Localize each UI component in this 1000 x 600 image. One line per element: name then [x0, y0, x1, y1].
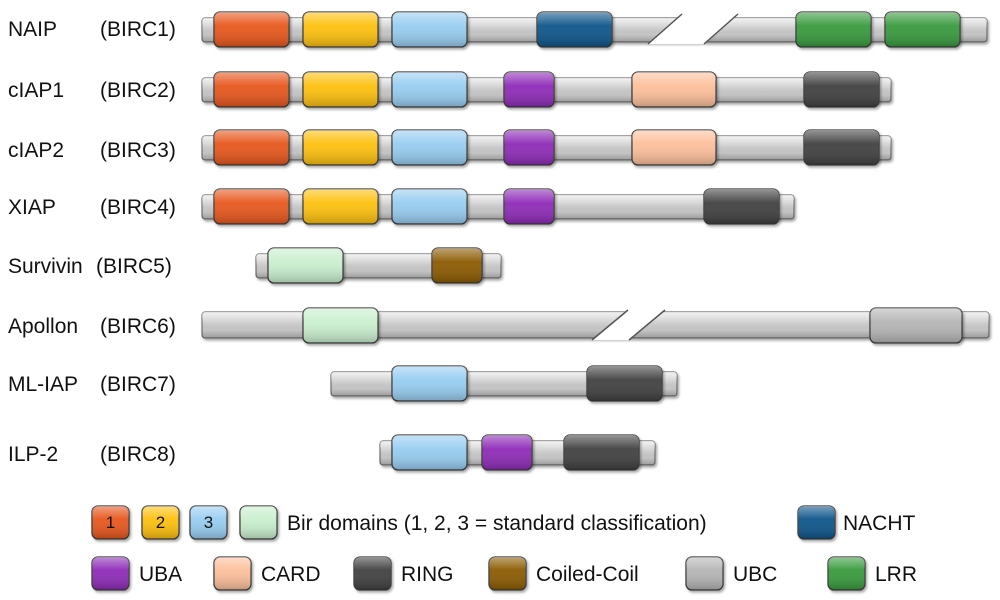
label-name-ciap1: cIAP1	[8, 79, 64, 102]
domain-survivin-coiled-coil	[431, 247, 483, 284]
domain-xiap-uba	[503, 188, 555, 225]
label-name-ciap2: cIAP2	[8, 139, 64, 162]
protein-row-naip	[201, 11, 988, 48]
protein-row-ilp2	[379, 434, 656, 471]
label-alias-naip: (BIRC1)	[100, 18, 176, 41]
legend-bir-text: Bir domains (1, 2, 3 = standard classifi…	[287, 512, 707, 535]
domain-apollon-bir	[302, 307, 379, 344]
domain-xiap-ring	[703, 188, 780, 225]
domain-naip-nacht	[536, 11, 613, 48]
legend-uba-text: UBA	[139, 563, 182, 586]
label-name-survivin: Survivin	[8, 255, 83, 278]
protein-row-apollon	[201, 307, 990, 344]
legend-ubc-text: UBC	[733, 563, 777, 586]
label-name-xiap: XIAP	[8, 196, 56, 219]
domain-ciap2-bir3	[391, 129, 468, 166]
domain-ilp2-ring	[563, 434, 640, 471]
label-alias-mliap: (BIRC7)	[100, 373, 176, 396]
protein-row-xiap	[201, 188, 795, 225]
break-gap-apollon	[592, 310, 665, 340]
domain-ciap1-ring	[803, 71, 880, 108]
domain-ciap1-bir2	[302, 71, 379, 108]
label-alias-ilp2: (BIRC8)	[100, 443, 176, 466]
domain-ciap2-bir1	[213, 129, 290, 166]
break-line-naip-left	[647, 13, 683, 45]
legend-swatch-coiled-coil	[488, 556, 527, 591]
domain-ciap1-card	[631, 71, 717, 108]
domain-ciap1-uba	[503, 71, 555, 108]
break-gap-naip	[648, 14, 738, 44]
legend-swatch-lrr	[827, 556, 866, 591]
domain-survivin-bir	[267, 247, 344, 284]
domain-ciap1-bir1	[213, 71, 290, 108]
label-alias-survivin: (BIRC5)	[96, 255, 172, 278]
domain-naip-bir2	[302, 11, 379, 48]
legend-bir1-number: 1	[106, 513, 115, 532]
domain-naip-bir1	[213, 11, 290, 48]
protein-row-ciap1	[201, 71, 892, 108]
legend-swatch-nacht	[797, 505, 836, 540]
domain-naip-bir3	[391, 11, 468, 48]
break-line-naip-right	[703, 13, 739, 45]
legend-ring-text: RING	[401, 563, 454, 586]
protein-row-survivin	[255, 247, 502, 284]
domain-ciap2-ring	[803, 129, 880, 166]
domain-xiap-bir2	[302, 188, 379, 225]
label-name-mliap: ML-IAP	[8, 373, 78, 396]
domain-naip-lrr-1	[795, 11, 872, 48]
domain-mliap-ring	[586, 365, 663, 402]
domain-xiap-bir3	[391, 188, 468, 225]
domain-ciap2-card	[631, 129, 717, 166]
label-alias-apollon: (BIRC6)	[100, 315, 176, 338]
domain-ilp2-bir3	[391, 434, 468, 471]
legend-nacht-text: NACHT	[843, 512, 916, 535]
protein-row-mliap	[330, 365, 678, 402]
domain-mliap-bir3	[391, 365, 468, 402]
domain-ciap1-bir3	[391, 71, 468, 108]
label-alias-xiap: (BIRC4)	[100, 196, 176, 219]
domain-ciap2-uba	[503, 129, 555, 166]
legend-lrr-text: LRR	[875, 563, 917, 586]
protein-row-ciap2	[201, 129, 892, 166]
protein-labels: NAIP (BIRC1) cIAP1 (BIRC2) cIAP2 (BIRC3)…	[8, 18, 176, 466]
label-name-apollon: Apollon	[8, 315, 78, 338]
legend-coiled-coil-text: Coiled-Coil	[536, 563, 639, 586]
break-line-apollon-right	[628, 309, 666, 341]
legend: Bir domains (1, 2, 3 = standard classifi…	[91, 505, 917, 591]
label-alias-ciap2: (BIRC3)	[100, 139, 176, 162]
legend-bir3-number: 3	[204, 513, 213, 532]
label-name-ilp2: ILP-2	[8, 443, 58, 466]
domain-ciap2-bir2	[302, 129, 379, 166]
label-alias-ciap1: (BIRC2)	[100, 79, 176, 102]
legend-swatch-ring	[353, 556, 392, 591]
break-line-apollon-left	[591, 309, 629, 341]
legend-swatch-card	[213, 556, 252, 591]
domain-ilp2-uba	[481, 434, 533, 471]
protein-bars	[201, 11, 990, 471]
label-name-naip: NAIP	[8, 18, 57, 41]
domain-naip-lrr-2	[884, 11, 961, 48]
legend-bir2-number: 2	[156, 513, 165, 532]
legend-swatch-uba	[91, 556, 130, 591]
legend-swatch-ubc	[685, 556, 724, 591]
legend-swatch-bir-nonstandard	[239, 505, 278, 540]
domain-xiap-bir1	[213, 188, 290, 225]
legend-card-text: CARD	[261, 563, 321, 586]
domain-apollon-ubc	[869, 307, 963, 344]
